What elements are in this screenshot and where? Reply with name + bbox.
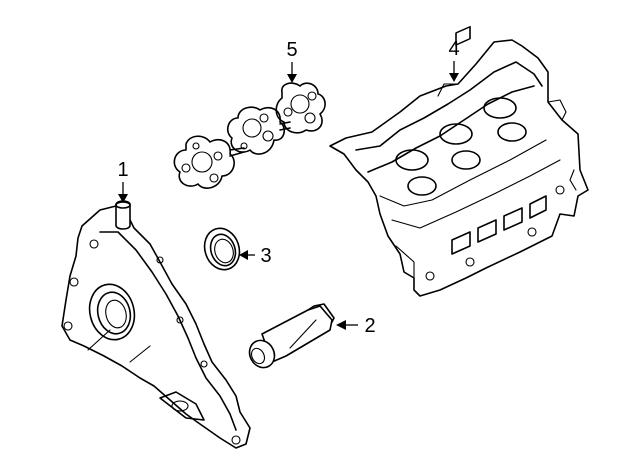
head-gasket-part — [173, 82, 326, 189]
callout-3-arrow — [239, 250, 248, 260]
callout-2-label: 2 — [364, 315, 375, 337]
callout-1-arrow — [118, 194, 128, 203]
callout-4-label: 4 — [448, 38, 459, 60]
callout-3: 3 — [239, 245, 272, 267]
callout-4: 4 — [448, 38, 460, 82]
callout-2: 2 — [336, 315, 376, 337]
callout-1-label: 1 — [117, 159, 128, 181]
cylinder-head-part — [329, 25, 589, 297]
callout-1: 1 — [117, 159, 129, 203]
callout-5-label: 5 — [286, 39, 297, 61]
callout-3-label: 3 — [260, 245, 271, 267]
sealant-tube-part — [248, 303, 335, 369]
callout-5: 5 — [286, 39, 298, 83]
callout-5-arrow — [287, 74, 297, 83]
callout-2-arrow — [336, 320, 346, 330]
rear-cover-part — [61, 200, 251, 449]
crankshaft-seal-part — [203, 227, 241, 271]
callout-4-arrow — [449, 73, 459, 82]
